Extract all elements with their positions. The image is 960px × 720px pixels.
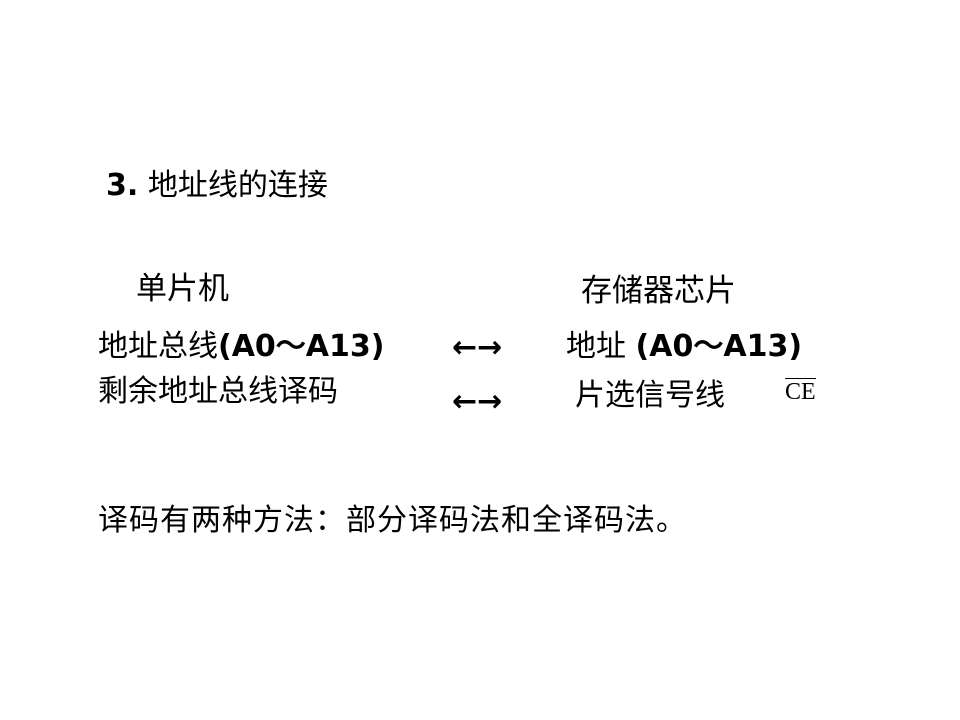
- memory-address-lines: 地址 (A0～A13): [566, 332, 802, 362]
- decoding-methods-note: 译码有两种方法：部分译码法和全译码法。: [98, 503, 687, 538]
- bidirectional-arrow-icon: ←→: [452, 384, 503, 419]
- bidirectional-arrow-icon: ←→: [452, 330, 503, 365]
- memory-address-label: 地址: [566, 329, 636, 364]
- mcu-address-bus-label: 地址总线: [98, 329, 218, 364]
- mcu-column-header: 单片机: [136, 271, 229, 307]
- chip-select-line: 片选信号线: [575, 378, 725, 413]
- section-title: 地址线的连接: [138, 168, 328, 203]
- mcu-address-bus: 地址总线(A0～A13): [98, 332, 384, 362]
- section-number: 3.: [106, 168, 139, 203]
- remaining-address-decode: 剩余地址总线译码: [98, 374, 338, 409]
- section-heading: 3. 地址线的连接: [106, 171, 328, 201]
- chip-enable-signal: CE: [785, 378, 816, 405]
- mcu-address-bus-range: (A0～A13): [218, 329, 385, 364]
- memory-column-header: 存储器芯片: [581, 273, 736, 309]
- memory-address-range: (A0～A13): [635, 329, 803, 364]
